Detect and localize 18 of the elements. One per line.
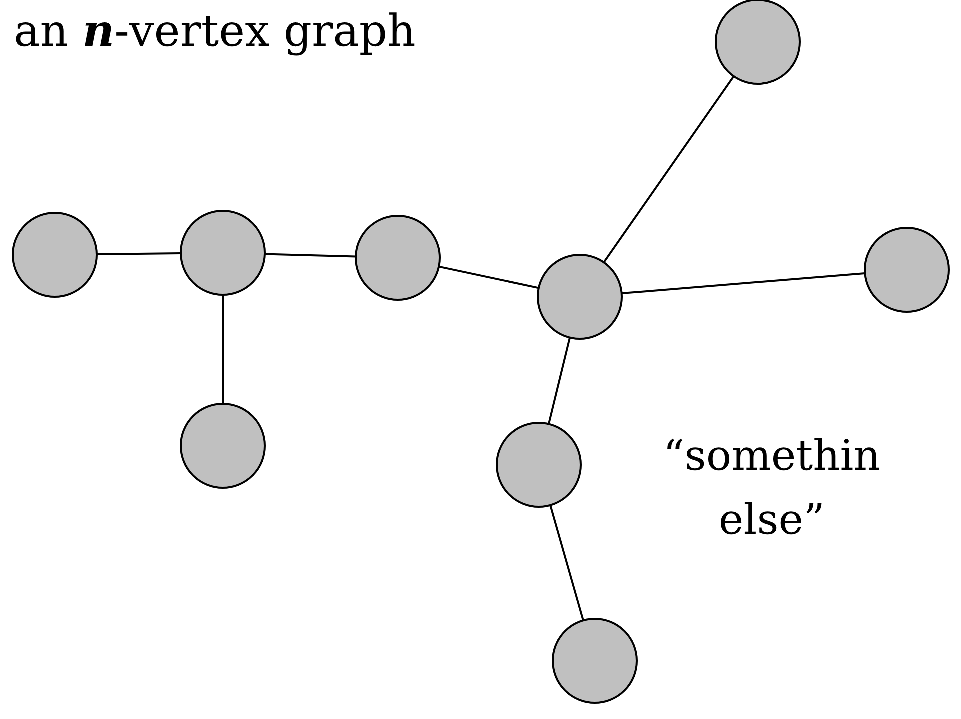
vertex-circle xyxy=(864,227,950,313)
graph-title: an n-vertex graph xyxy=(14,6,416,57)
edge-line xyxy=(550,505,584,621)
note-text: “somethin else” xyxy=(662,430,882,546)
edge-line xyxy=(622,272,866,295)
vertex-circle xyxy=(496,422,582,508)
edge-line xyxy=(548,338,572,424)
edge-line xyxy=(96,252,182,256)
edge-line xyxy=(222,295,224,404)
vertex-circle xyxy=(180,403,266,489)
vertex-circle xyxy=(355,215,441,301)
edge-line xyxy=(603,76,735,264)
vertex-circle xyxy=(537,254,623,340)
edge-line xyxy=(438,266,540,290)
vertex-circle xyxy=(180,210,266,296)
vertex-circle xyxy=(552,618,638,704)
vertex-circle xyxy=(12,212,98,298)
edge-line xyxy=(264,253,356,258)
